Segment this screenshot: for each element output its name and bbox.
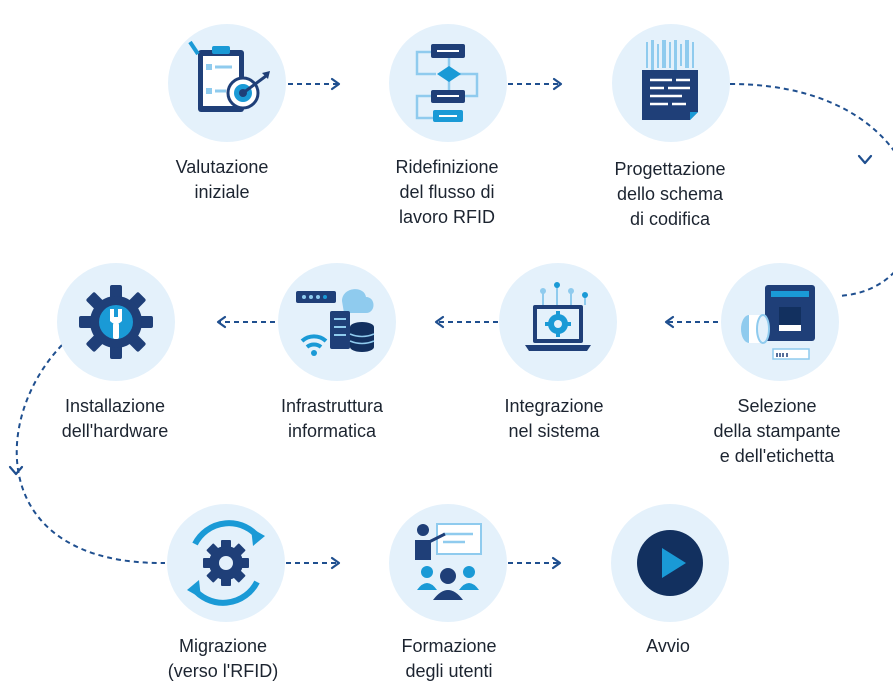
step-circle-selezione [721, 263, 839, 381]
step-label-installazione: Installazione dell'hardware [20, 394, 210, 444]
step-label-ridefinizione: Ridefinizione del flusso di lavoro RFID [352, 155, 542, 230]
step-label-line: Installazione [64, 396, 166, 416]
arrowhead-8-9 [330, 556, 341, 570]
step-label-line: Avvio [646, 636, 690, 656]
step-circle-valutazione [168, 24, 286, 142]
arrowhead-3-4 [857, 154, 873, 165]
gear-cycle-icon [187, 520, 265, 606]
step-circle-infrastruttura [278, 263, 396, 381]
step-label-progettazione: Progettazione dello schema di codifica [575, 157, 765, 232]
printer-label-icon [741, 285, 815, 360]
step-label-line: dell'hardware [61, 421, 169, 441]
step-label-line: (verso l'RFID) [167, 661, 279, 681]
network-server-icon [296, 289, 375, 356]
step-label-migrazione: Migrazione (verso l'RFID) [128, 634, 318, 684]
step-label-line: lavoro RFID [398, 207, 496, 227]
step-label-line: degli utenti [405, 661, 493, 681]
step-label-line: di codifica [629, 209, 711, 229]
presentation-users-icon [415, 523, 482, 600]
laptop-gear-icon [525, 282, 591, 351]
step-label-line: Infrastruttura [280, 396, 384, 416]
step-label-line: del flusso di [399, 182, 495, 202]
step-label-line: Progettazione [614, 159, 726, 179]
step-label-line: informatica [287, 421, 377, 441]
step-label-line: Migrazione [178, 636, 268, 656]
clipboard-target-icon [188, 40, 270, 112]
arrowhead-5-6 [434, 315, 445, 329]
step-label-line: Formazione [401, 636, 497, 656]
step-circle-migrazione [167, 504, 285, 622]
arrowhead-7-8 [8, 465, 24, 476]
flowchart-icon [415, 44, 479, 122]
step-label-line: Valutazione [175, 157, 269, 177]
arrowhead-6-7 [216, 315, 227, 329]
step-circle-progettazione [612, 24, 730, 142]
step-label-selezione: Selezione della stampante e dell'etichet… [682, 394, 872, 469]
step-circle-formazione [389, 504, 507, 622]
step-circle-ridefinizione [389, 24, 507, 142]
step-label-line: Integrazione [504, 396, 604, 416]
step-label-line: dello schema [616, 184, 724, 204]
step-label-line: iniziale [194, 182, 250, 202]
step-label-line: e dell'etichetta [719, 446, 835, 466]
step-circle-avvio [611, 504, 729, 622]
step-circle-installazione [57, 263, 175, 381]
step-label-line: della stampante [713, 421, 841, 441]
arrowhead-4-5 [664, 315, 675, 329]
step-label-line: Selezione [737, 396, 817, 416]
barcode-document-icon [642, 40, 698, 120]
step-circle-integrazione [499, 263, 617, 381]
arrowhead-2-3 [552, 77, 563, 91]
step-label-infrastruttura: Infrastruttura informatica [237, 394, 427, 444]
step-label-integrazione: Integrazione nel sistema [459, 394, 649, 444]
step-label-line: nel sistema [508, 421, 600, 441]
arrowhead-9-10 [551, 556, 562, 570]
wrench-gear-icon [79, 285, 153, 359]
step-label-avvio: Avvio [573, 634, 763, 659]
step-label-formazione: Formazione degli utenti [354, 634, 544, 684]
step-label-valutazione: Valutazione iniziale [127, 155, 317, 205]
arrowhead-1-2 [330, 77, 341, 91]
step-label-line: Ridefinizione [395, 157, 499, 177]
play-icon [637, 530, 703, 596]
